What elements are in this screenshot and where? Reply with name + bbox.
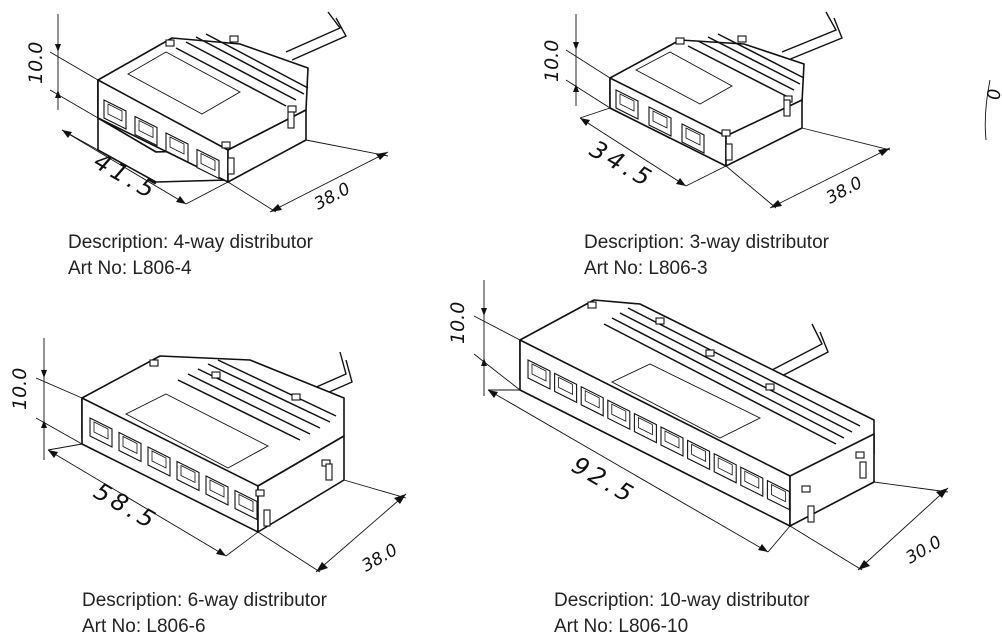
socket-port [176,460,200,492]
description-text: Description: 4-way distributor [68,232,313,253]
socket-port [766,479,790,511]
socket-port [147,446,171,477]
socket-port-inner [138,119,154,139]
dimension-height: 10.0 [25,14,99,119]
cooling-ribs [603,307,861,445]
socket-port [234,489,258,521]
cropped-drawing-fragment: 0 [984,79,1002,141]
socket-port [615,89,639,120]
dimension-height: 10.0 [9,338,83,460]
drawing-4-way: 10.0 41.5 38.0 [25,11,389,214]
socket-port-inner [180,464,196,484]
socket-ports [89,417,258,521]
height-label: 10.0 [447,302,469,344]
depth-label: 38.0 [359,540,402,576]
caption-3-way: Description: 3-way distributor Art No: L… [584,230,829,282]
drawing-10-way: 10.0 92.5 30.0 [447,280,949,571]
socket-port [196,148,220,180]
socket-port [103,99,127,130]
socket-port [527,359,551,390]
socket-ports [103,99,220,180]
socket-port [165,132,189,163]
socket-port [89,417,113,448]
cooling-ribs [175,33,309,107]
cooling-ribs [177,359,337,441]
socket-port-inner [717,457,733,476]
socket-port-inner [169,136,185,155]
socket-port-inner [584,390,600,409]
socket-port [134,115,158,147]
socket-port-inner [652,110,668,129]
length-label: 58.5 [89,477,163,536]
caption-6-way: Description: 6-way distributor Art No: L… [82,588,327,640]
socket-port-inner [619,93,635,112]
socket-port [633,412,657,444]
caption-4-way: Description: 4-way distributor Art No: L… [68,230,313,282]
socket-port-inner [558,376,573,396]
edge-fragment-text: 0 [984,89,1002,100]
socket-port-inner [93,421,109,440]
caption-10-way: Description: 10-way distributor Art No: … [554,588,810,640]
socket-port-inner [685,127,701,146]
socket-port-inner [200,152,216,172]
art-no-text: Art No: L806-10 [554,616,689,637]
socket-port-inner [209,479,225,498]
dimension-height: 10.0 [447,280,521,396]
socket-ports [615,89,705,154]
height-label: 10.0 [541,40,563,82]
socket-port [580,385,604,417]
socket-port-inner [611,403,627,422]
socket-port-inner [744,470,760,489]
socket-port [681,123,705,154]
socket-port [648,106,672,137]
description-text: Description: 3-way distributor [584,232,829,253]
cooling-ribs [687,33,805,97]
description-text: Description: 6-way distributor [82,590,327,611]
socket-port-inner [151,450,167,469]
length-label: 92.5 [567,451,641,510]
socket-port [205,475,229,506]
socket-port [554,372,578,404]
art-no-text: Art No: L806-4 [68,258,192,279]
depth-label: 38.0 [311,179,354,214]
socket-port-inner [122,435,138,455]
height-label: 10.0 [9,368,31,410]
socket-port [740,466,764,498]
socket-port-inner [664,430,680,449]
depth-label: 30.0 [903,532,946,568]
socket-port [607,399,631,431]
length-label: 34.5 [585,135,659,194]
socket-port-inner [238,493,254,513]
socket-port [660,426,684,457]
socket-port [687,439,711,471]
drawing-6-way: 10.0 58.5 38.0 [9,338,407,576]
socket-port [713,452,737,484]
socket-port-inner [691,443,706,463]
socket-port [118,431,142,463]
socket-port-inner [531,363,547,382]
drawing-3-way: 10.0 34.5 38.0 [541,11,891,208]
socket-ports [527,359,790,511]
socket-port-inner [771,483,786,503]
art-no-text: Art No: L806-6 [82,616,206,637]
socket-port-inner [107,103,123,122]
height-label: 10.0 [25,42,47,84]
art-no-text: Art No: L806-3 [584,258,708,279]
dimension-height: 10.0 [541,14,611,109]
socket-port-inner [638,416,653,436]
description-text: Description: 10-way distributor [554,590,810,611]
